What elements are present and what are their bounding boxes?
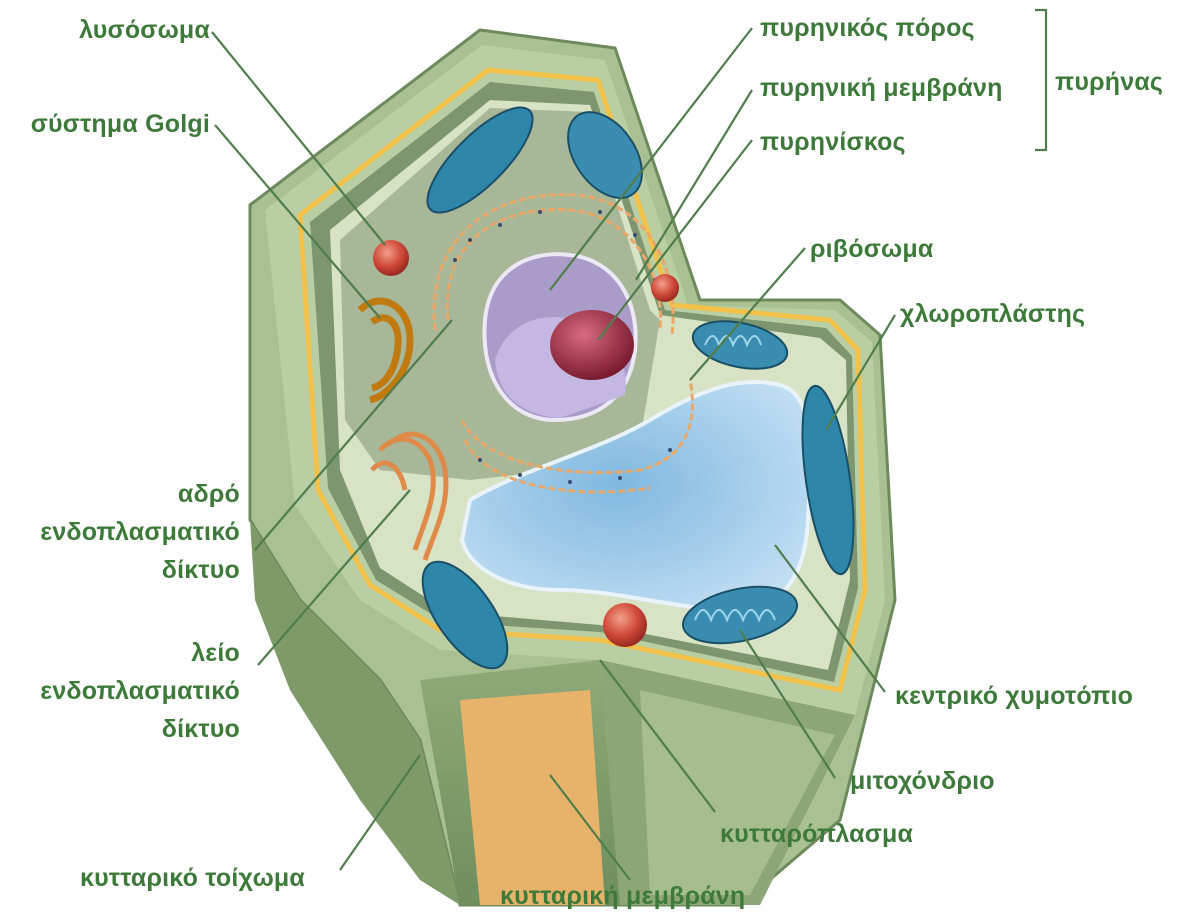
label-cell-wall: κυτταρικό τοίχωμα [80,862,305,895]
label-golgi: σύστημα Golgi [10,108,210,141]
label-smooth-er-line3: δίκτυο [30,713,240,746]
label-nucleus: πυρήνας [1055,66,1163,99]
label-rough-er-line3: δίκτυο [30,554,240,587]
label-mitochondrion: μιτοχόνδριο [850,765,995,798]
label-nuclear-membrane: πυρηνική μεμβράνη [760,72,1003,105]
label-rough-er-line2: ενδοπλασματικό [30,516,240,549]
label-nucleolus: πυρηνίσκος [760,126,906,159]
label-smooth-er-line1: λείο [30,637,240,670]
label-central-vacuole: κεντρικό χυμοτόπιο [895,680,1133,713]
label-ribosome: ριβόσωμα [810,233,933,266]
label-cell-membrane: κυτταρική μεμβράνη [500,880,745,913]
label-chloroplast: χλωροπλάστης [900,298,1085,331]
label-rough-er-line1: αδρό [30,478,240,511]
label-smooth-er-line2: ενδοπλασματικό [30,675,240,708]
label-lysosome: λυσόσωμα [30,14,210,47]
lysosome-shape [373,240,409,276]
label-nuclear-pore: πυρηνικός πόρος [760,12,975,45]
nucleolus-shape [550,310,634,380]
label-cytoplasm: κυτταρόπλασμα [720,818,913,851]
